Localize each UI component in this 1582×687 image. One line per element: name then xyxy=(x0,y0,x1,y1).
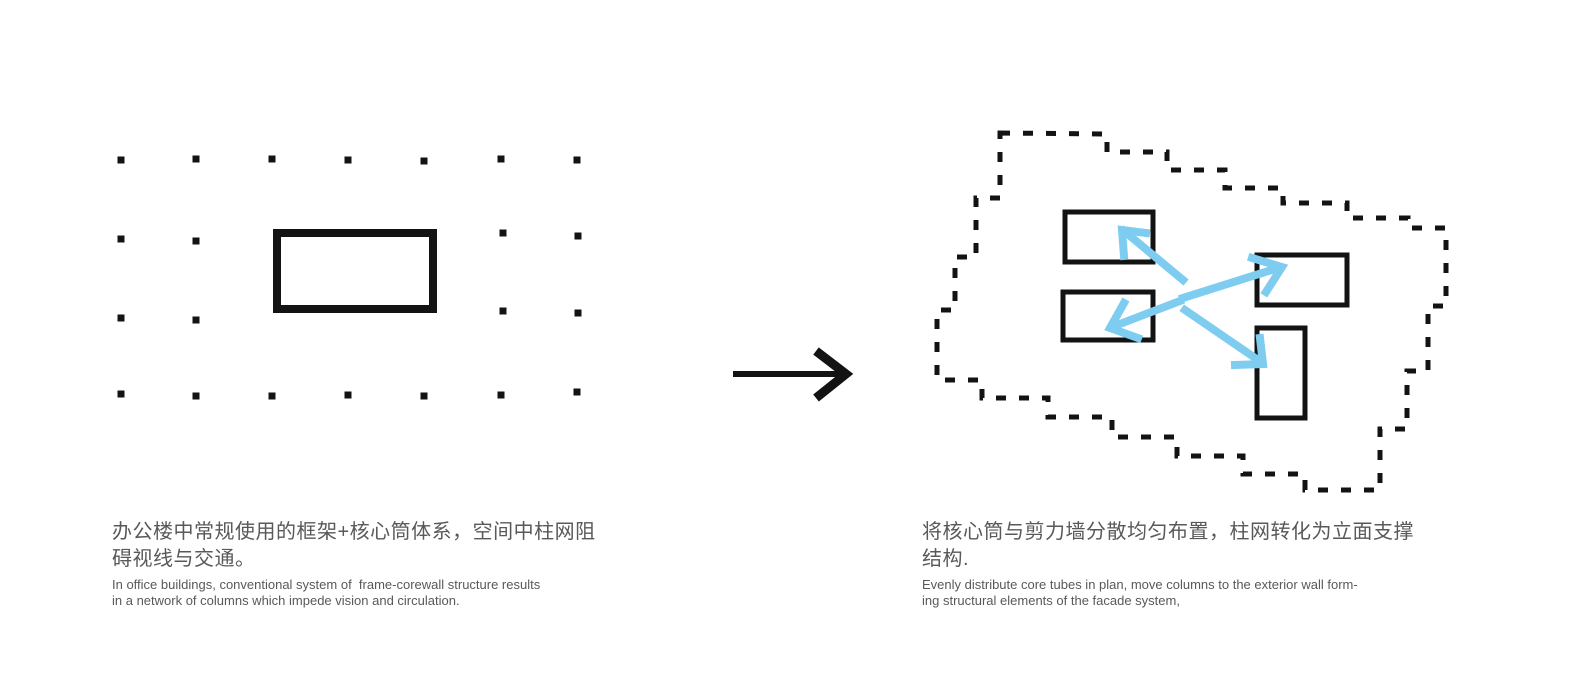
column-dot xyxy=(117,156,125,164)
column-dot xyxy=(574,232,582,240)
column-dot xyxy=(499,307,507,315)
column-dot xyxy=(420,392,428,400)
column-dot xyxy=(344,391,352,399)
column-dot xyxy=(192,237,200,245)
transition-arrow-head xyxy=(813,347,854,402)
left-caption-zh-line1: 办公楼中常规使用的框架+核心筒体系，空间中柱网阻 xyxy=(112,521,596,543)
right-caption-zh-line1: 将核心筒与剪力墙分散均匀布置，柱网转化为立面支撑 xyxy=(922,521,1414,543)
column-dot xyxy=(420,157,428,165)
distribute-arrow-shaft xyxy=(1106,295,1186,333)
column-dot xyxy=(117,314,125,322)
column-dot xyxy=(192,316,200,324)
distribute-arrow-head xyxy=(1117,225,1151,261)
right-caption: 将核心筒与剪力墙分散均匀布置，柱网转化为立面支撑 结构. Evenly dist… xyxy=(922,519,1432,608)
column-dot xyxy=(497,391,505,399)
column-dot xyxy=(574,309,582,317)
distribute-arrow-shaft xyxy=(1179,304,1267,368)
core-tube-rect xyxy=(1062,209,1156,265)
column-dot xyxy=(499,229,507,237)
left-caption-zh-line2: 碍视线与交通。 xyxy=(112,548,256,570)
distribute-arrow-head xyxy=(1104,297,1144,344)
column-dot xyxy=(573,156,581,164)
distribute-arrow-head xyxy=(1230,333,1268,370)
distribute-arrow-shaft xyxy=(1118,225,1189,286)
column-dot xyxy=(117,235,125,243)
column-dot xyxy=(192,155,200,163)
right-caption-en-line2: ing structural elements of the facade sy… xyxy=(922,592,1180,608)
column-dot xyxy=(497,155,505,163)
column-dot xyxy=(344,156,352,164)
column-dot xyxy=(268,392,276,400)
corewall-rect xyxy=(273,229,437,313)
left-caption-en-line2: in a network of columns which impede vis… xyxy=(112,592,460,608)
distribute-arrow-head xyxy=(1247,253,1289,298)
column-dot xyxy=(192,392,200,400)
left-caption-en-line1: In office buildings, conventional system… xyxy=(112,577,541,592)
column-dot xyxy=(117,390,125,398)
right-caption-zh-line2: 结构. xyxy=(922,548,970,570)
right-caption-en-line1: Evenly distribute core tubes in plan, mo… xyxy=(922,577,1358,592)
core-tube-rect xyxy=(1254,325,1308,421)
column-dot xyxy=(268,155,276,163)
left-caption: 办公楼中常规使用的框架+核心筒体系，空间中柱网阻 碍视线与交通。 In offi… xyxy=(112,519,612,608)
column-dot xyxy=(573,388,581,396)
distribute-arrow-shaft xyxy=(1177,262,1284,304)
